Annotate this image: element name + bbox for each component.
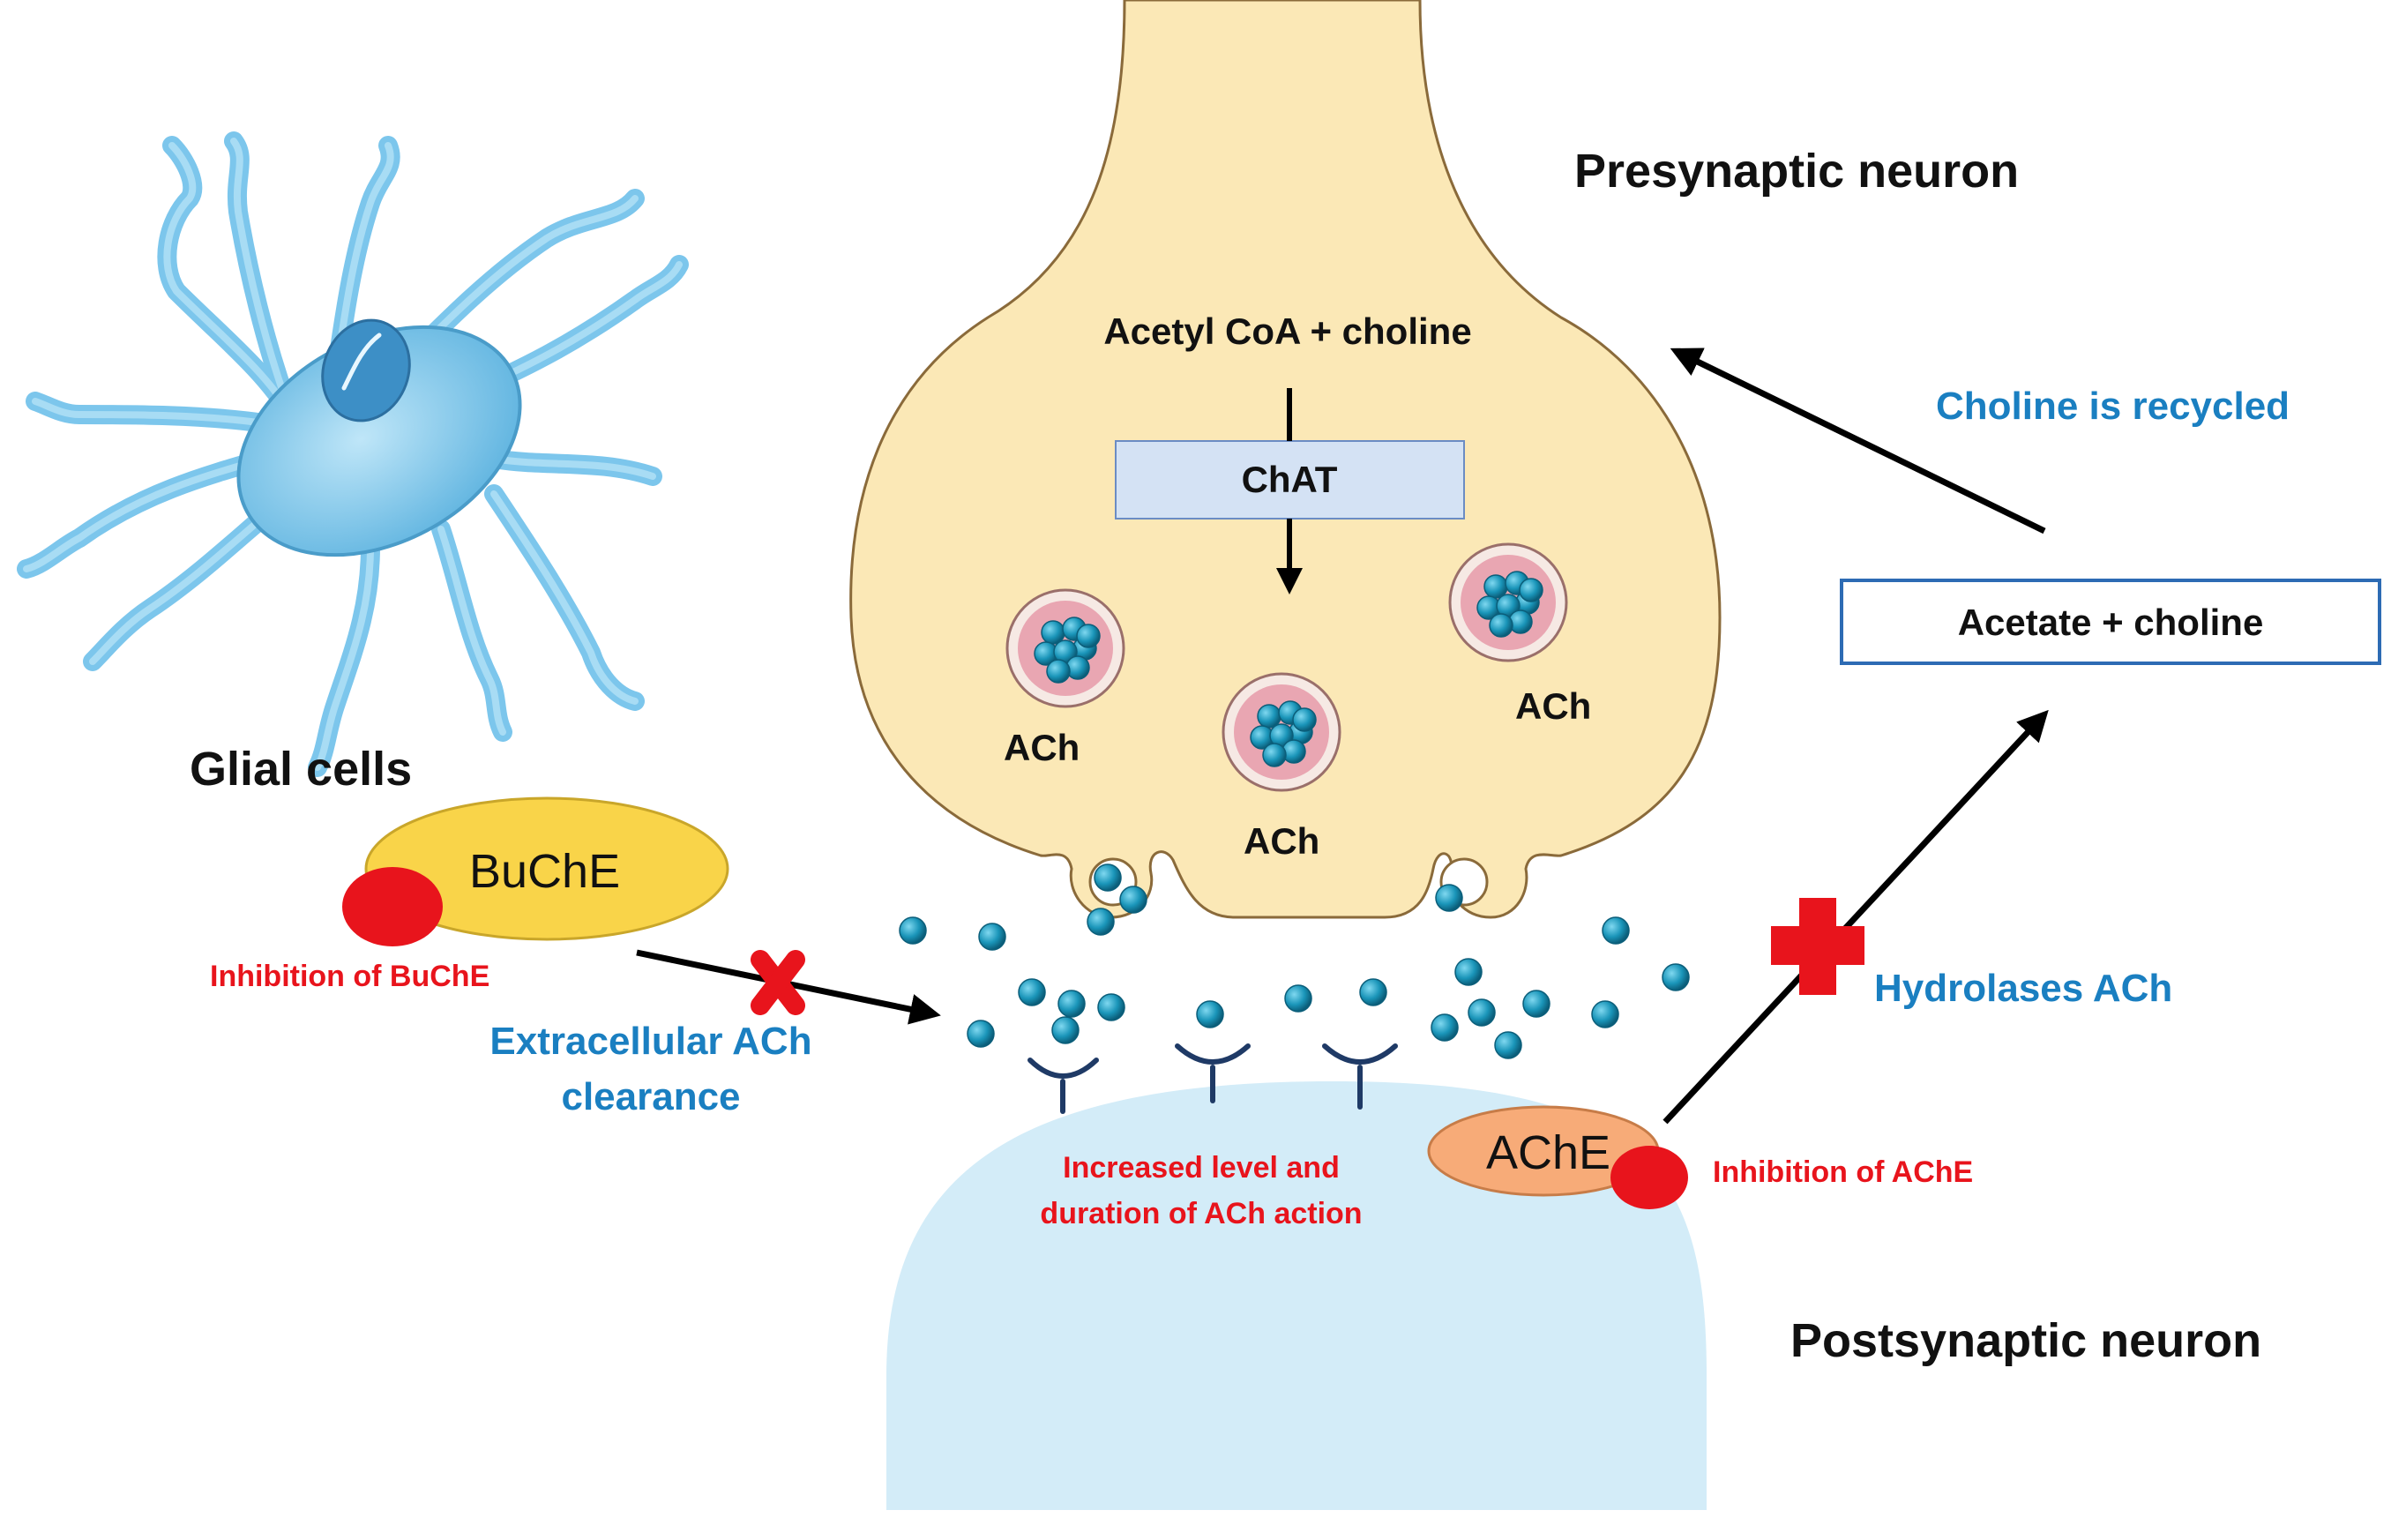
- ach-molecule: [1097, 993, 1125, 1021]
- ach-molecules: [899, 863, 1690, 1059]
- hydrolases-label: Hydrolases ACh: [1874, 967, 2172, 1010]
- acetate-choline-label: Acetate + choline: [1958, 602, 2264, 643]
- ach-molecule: [1519, 578, 1543, 602]
- ach-molecule: [1591, 1000, 1619, 1028]
- ache-label: AChE: [1486, 1126, 1610, 1179]
- arrow-choline-recycled: [1670, 348, 2046, 535]
- ach-molecule: [978, 923, 1006, 951]
- inhibition-buche-label: Inhibition of BuChE: [210, 960, 489, 993]
- ach-molecule: [1431, 1013, 1459, 1042]
- chat-label: ChAT: [1242, 459, 1338, 500]
- ach-molecule: [1662, 963, 1690, 991]
- buche-inhibitor: [342, 867, 443, 946]
- ach-molecule: [1046, 659, 1071, 684]
- receptor: [1175, 1043, 1251, 1103]
- ach-molecule: [1454, 958, 1483, 986]
- ach-molecule: [1196, 1000, 1224, 1028]
- ach-molecule: [1284, 984, 1312, 1013]
- vesicle: [1448, 542, 1568, 662]
- buche-enzyme: [364, 796, 729, 941]
- vesicles: [1005, 542, 1568, 792]
- ach-molecule: [1076, 624, 1101, 648]
- ach-molecule: [1292, 707, 1317, 732]
- receptor: [1027, 1058, 1099, 1114]
- ach-molecule: [1087, 908, 1115, 936]
- ach-molecule: [1018, 978, 1046, 1006]
- ach-molecule: [1483, 574, 1508, 599]
- ach-molecule: [1489, 613, 1513, 638]
- extracellular-label-line1: Extracellular ACh: [489, 1020, 811, 1063]
- acetate-choline-box: [1840, 579, 2381, 665]
- acetyl-coa-label: Acetyl CoA + choline: [1103, 310, 1471, 352]
- ach-molecule: [1522, 990, 1550, 1018]
- ach-molecule: [1359, 978, 1387, 1006]
- ach-molecule: [1041, 620, 1065, 645]
- ach-molecule: [1094, 863, 1122, 892]
- arrow-ache-to-acetate: [1663, 709, 2049, 1125]
- increased-label-line1: Increased level and: [1063, 1151, 1340, 1185]
- choline-recycled-label: Choline is recycled: [1936, 385, 2290, 428]
- ach-molecule: [967, 1020, 995, 1048]
- ach-molecule: [1494, 1031, 1522, 1059]
- receptor: [1322, 1043, 1398, 1110]
- presynaptic-label: Presynaptic neuron: [1574, 145, 2019, 198]
- glial-label: Glial cells: [190, 743, 412, 796]
- vesicle: [1005, 588, 1125, 708]
- ach-label-right: ACh: [1515, 685, 1591, 727]
- extracellular-label-line2: clearance: [561, 1075, 740, 1118]
- glial-cell: [17, 131, 689, 777]
- ach-molecule: [1602, 916, 1630, 945]
- increased-label-line2: duration of ACh action: [1040, 1197, 1362, 1230]
- block-plus-icon: [1771, 898, 1864, 995]
- vesicle: [1222, 672, 1341, 792]
- ach-molecule: [1435, 884, 1463, 912]
- block-x-icon: [751, 950, 805, 1015]
- ach-molecule: [1119, 886, 1147, 914]
- inhibition-ache-label: Inhibition of AChE: [1713, 1155, 1973, 1189]
- ach-molecule: [899, 916, 927, 945]
- ach-molecule: [1262, 743, 1287, 767]
- ach-molecule: [1257, 704, 1281, 729]
- buche-label: BuChE: [469, 845, 620, 898]
- ach-molecule: [1051, 1016, 1080, 1044]
- ach-molecule: [1057, 990, 1086, 1018]
- ach-label-left: ACh: [1004, 727, 1080, 768]
- postsynaptic-label: Postsynaptic neuron: [1790, 1314, 2261, 1367]
- receptors: [1027, 1043, 1398, 1114]
- ach-molecule: [1468, 998, 1496, 1027]
- ach-label-middle: ACh: [1244, 820, 1319, 862]
- ache-inhibitor: [1610, 1146, 1688, 1209]
